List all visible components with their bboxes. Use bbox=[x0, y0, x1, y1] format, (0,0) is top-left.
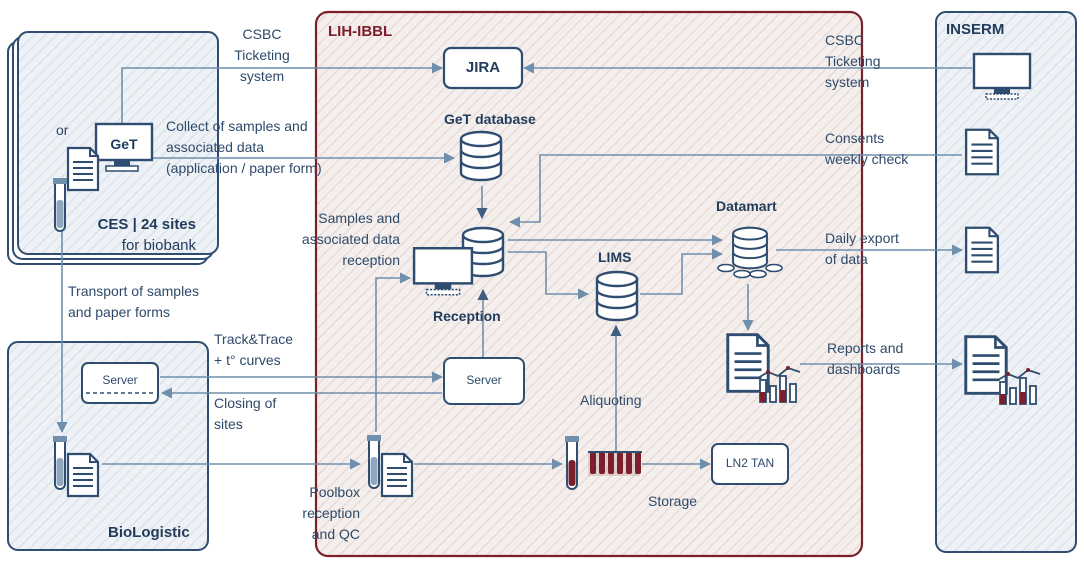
poolbox-tube-icon bbox=[366, 434, 382, 490]
jira-box bbox=[442, 46, 524, 90]
poolbox-document-icon bbox=[380, 452, 414, 498]
lih-lane-title: LIH-IBBL bbox=[328, 23, 393, 40]
lih-lane bbox=[314, 10, 864, 558]
aliquot-tube-icon bbox=[564, 436, 580, 490]
inserm-lane-title: INSERM bbox=[946, 21, 1005, 38]
biologistic-lane-title: BioLogistic bbox=[108, 524, 190, 541]
consents-label: Consents weekly check bbox=[825, 130, 909, 167]
jira-label: JIRA bbox=[465, 59, 501, 76]
connectors bbox=[56, 62, 972, 470]
lims-database-icon bbox=[595, 270, 639, 322]
export-document-icon bbox=[964, 226, 1000, 274]
get-monitor-base bbox=[105, 165, 139, 172]
ces-title-line2: for biobank bbox=[121, 237, 196, 254]
ces-title-line1: CES | 24 sites bbox=[97, 216, 196, 233]
closing-label: Closing of sites bbox=[214, 395, 277, 432]
biologistic-tube-icon bbox=[52, 436, 68, 490]
lims-label: LIMS bbox=[598, 249, 632, 265]
csbc-right-label: CSBC Ticketing system bbox=[825, 32, 881, 90]
server-center-box bbox=[443, 357, 525, 405]
get-label: GeT bbox=[110, 136, 138, 152]
consents-document-icon bbox=[964, 128, 1000, 176]
track-label: Track&Trace + t° curves bbox=[214, 331, 294, 368]
get-monitor-stand bbox=[114, 160, 130, 166]
tube-rack-icon bbox=[588, 451, 642, 476]
storage-label: Storage bbox=[648, 493, 698, 509]
daily-export-label: Daily export of data bbox=[825, 230, 899, 267]
samples-reception-label: Samples and associated data reception bbox=[301, 210, 400, 268]
aliquoting-label: Aliquoting bbox=[580, 392, 642, 408]
collect-label: Collect of samples and associated data (… bbox=[166, 118, 322, 176]
server-left-label: Server bbox=[102, 373, 138, 387]
datamart-label: Datamart bbox=[716, 198, 777, 214]
ln2-box bbox=[711, 443, 789, 485]
biologistic-document-icon bbox=[66, 452, 100, 498]
ces-document-icon bbox=[66, 146, 100, 192]
get-database-label: GeT database bbox=[444, 111, 536, 127]
ln2-label: LN2 TAN bbox=[725, 456, 775, 470]
get-database-icon bbox=[459, 130, 503, 182]
reports-label: Reports and dashboards bbox=[827, 340, 904, 377]
or-label: or bbox=[56, 122, 69, 138]
get-monitor-icon bbox=[94, 122, 154, 162]
transport-label: Transport of samples and paper forms bbox=[68, 283, 199, 320]
csbc-left-label: CSBC Ticketing system bbox=[234, 26, 290, 84]
server-center-label: Server bbox=[466, 373, 502, 387]
poolbox-label: Poolbox reception and QC bbox=[302, 484, 360, 542]
datamart-icon bbox=[717, 226, 783, 279]
reception-label: Reception bbox=[433, 308, 501, 324]
